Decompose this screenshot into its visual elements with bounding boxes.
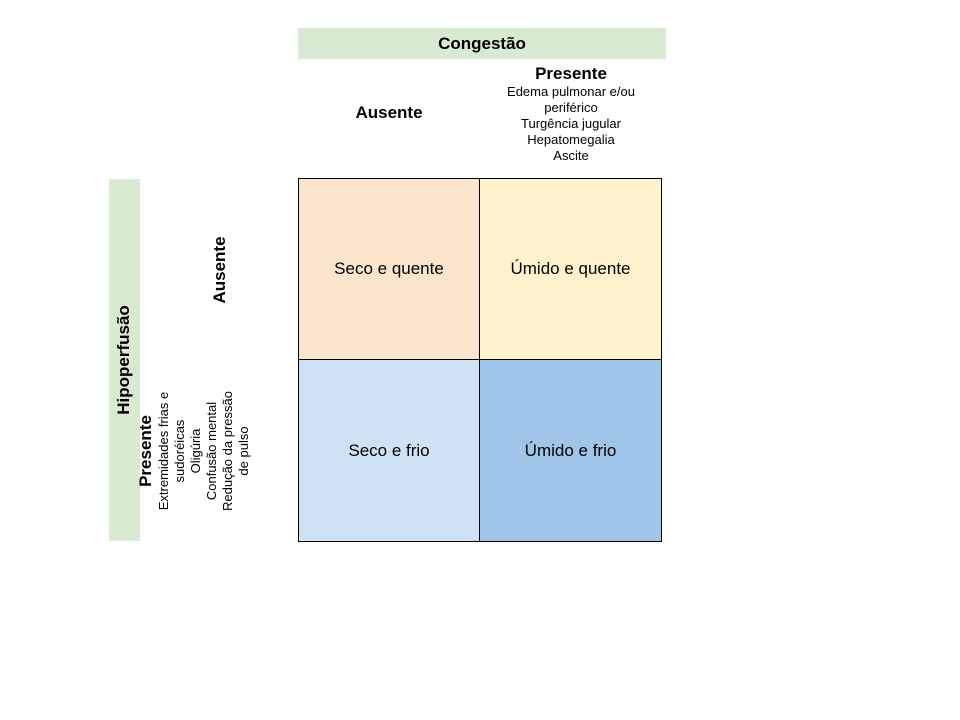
column-presente-label: Presente (535, 64, 607, 83)
hipoperfusao-sign: Oligúria (188, 428, 203, 474)
hipoperfusao-sign: Confusão mental (204, 401, 219, 501)
hipoperfusao-title: Hipoperfusão (114, 305, 133, 415)
column-header-presente: Presente Edema pulmonar e/ou periférico … (480, 64, 662, 164)
hipoperfusao-sign: de pulso (236, 426, 251, 476)
congestao-sign: Hepatomegalia (527, 132, 615, 147)
congestao-sign: Edema pulmonar e/ou (507, 84, 635, 99)
hipoperfusao-sign: Redução da pressão (220, 391, 235, 511)
row-header-presente: Presente Extremidades frias e sudoréicas… (136, 366, 306, 536)
congestao-sign: Ascite (553, 148, 589, 163)
congestao-sign: periférico (544, 100, 598, 115)
hipoperfusao-sign: sudoréicas (172, 419, 187, 483)
hipoperfusao-band (109, 179, 140, 541)
column-ausente-label: Ausente (355, 103, 423, 122)
quadrant-umido-frio: Úmido e frio (480, 360, 661, 541)
quadrant-label: Seco e frio (348, 440, 430, 460)
congestao-sign: Turgência jugular (521, 116, 621, 131)
congestao-header: Congestão (298, 28, 666, 59)
hipoperfusao-sign: Extremidades frias e (156, 391, 171, 511)
quadrant-label: Úmido e quente (510, 259, 631, 278)
quadrant-grid: Seco e quente Úmido e quente Seco e frio… (298, 178, 662, 542)
row-ausente-label: Ausente (210, 236, 229, 304)
row-presente-label: Presente (136, 415, 155, 487)
quadrant-seco-frio: Seco e frio (299, 360, 480, 541)
congestao-title: Congestão (438, 33, 526, 53)
quadrant-seco-quente: Seco e quente (299, 179, 480, 360)
column-header-ausente: Ausente (298, 95, 480, 131)
quadrant-umido-quente: Úmido e quente (480, 179, 661, 360)
quadrant-label: Seco e quente (334, 259, 444, 278)
quadrant-label: Úmido e frio (524, 440, 617, 460)
